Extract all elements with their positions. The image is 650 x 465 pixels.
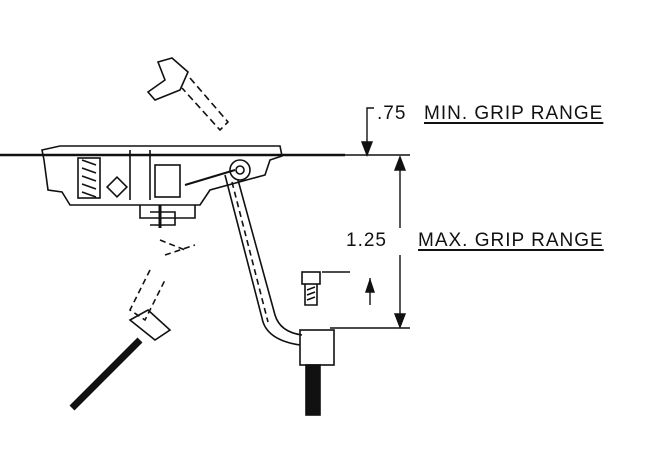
min-grip-value: .75 [377,103,407,124]
handle-open-position [146,57,230,132]
min-grip-label: MIN. GRIP RANGE [424,103,604,124]
latch-arm [224,174,303,346]
bolt-assembly [299,271,335,416]
max-grip-label: MAX. GRIP RANGE [418,230,604,251]
max-grip-value: 1.25 [346,230,387,251]
latch-body [41,145,283,228]
dimension-lines [322,107,410,329]
cable-linkage [69,239,196,411]
